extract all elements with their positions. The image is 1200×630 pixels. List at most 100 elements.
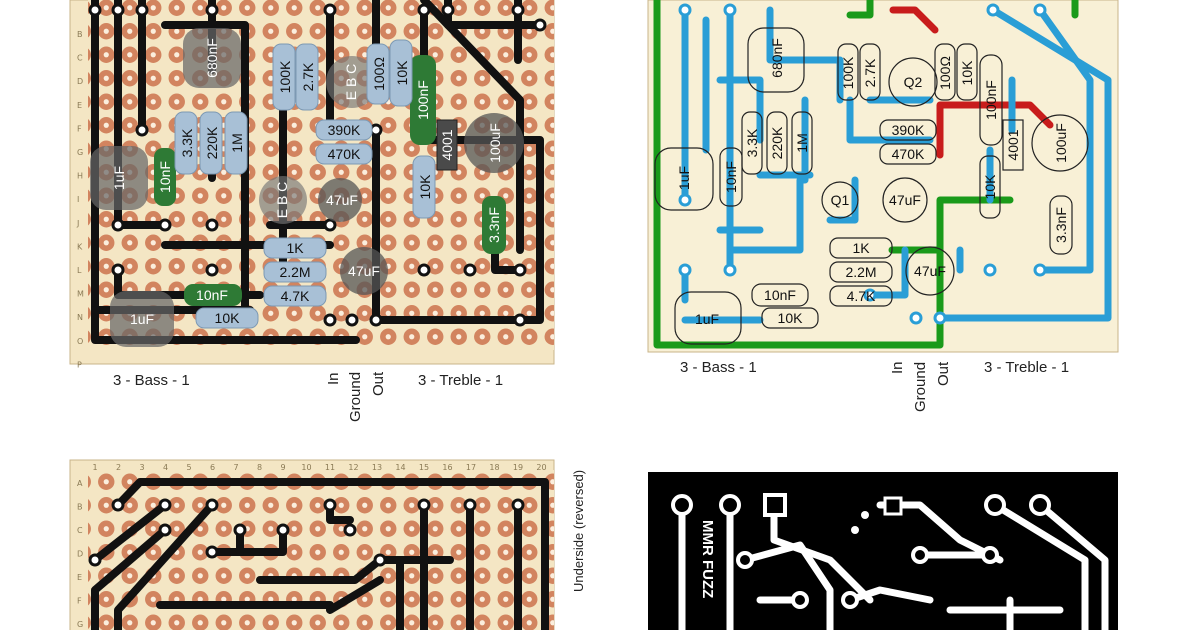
- row-label: M: [77, 290, 84, 299]
- capacitor-47uf-b: 47uF: [340, 247, 388, 295]
- column-label: 20: [536, 463, 546, 472]
- out-label-b: Out: [935, 361, 952, 386]
- capacitor-10nf-a: 10nF: [154, 148, 176, 206]
- svg-text:100uF: 100uF: [487, 123, 503, 163]
- svg-text:10K: 10K: [417, 174, 433, 200]
- svg-text:E B C: E B C: [274, 182, 290, 219]
- capacitor-3-3nf: 3.3nF: [482, 196, 506, 254]
- svg-text:100K: 100K: [277, 60, 293, 93]
- svg-text:10K: 10K: [959, 60, 975, 86]
- svg-text:2.7K: 2.7K: [300, 62, 316, 91]
- svg-text:4.7K: 4.7K: [281, 288, 310, 304]
- column-label: 10: [301, 463, 311, 472]
- svg-text:2.2M: 2.2M: [279, 264, 310, 280]
- svg-text:2.7K: 2.7K: [862, 58, 878, 87]
- capacitor-1uf-b: 1uF: [110, 291, 174, 347]
- svg-text:470K: 470K: [328, 146, 361, 162]
- column-label: 4: [163, 463, 168, 472]
- transistor-q2: E B C: [326, 56, 378, 108]
- svg-text:10nF: 10nF: [196, 287, 228, 303]
- svg-text:100Ω: 100Ω: [937, 56, 953, 90]
- svg-text:10K: 10K: [215, 310, 241, 326]
- svg-text:1M: 1M: [794, 133, 810, 152]
- row-label: J: [76, 219, 79, 228]
- svg-text:1M: 1M: [229, 133, 245, 152]
- svg-text:390K: 390K: [892, 122, 925, 138]
- ground-label-b: Ground: [912, 362, 929, 412]
- svg-text:2.2M: 2.2M: [845, 264, 876, 280]
- svg-text:47uF: 47uF: [889, 192, 921, 208]
- svg-text:4001: 4001: [1005, 129, 1021, 160]
- column-label: 12: [348, 463, 358, 472]
- panel-b-layout: 680nF 100K 2.7K Q2 100Ω 10K 100nF 3.3K 2…: [647, 0, 1119, 412]
- row-label: A: [77, 479, 83, 488]
- out-label: Out: [370, 371, 387, 396]
- svg-text:680nF: 680nF: [204, 38, 220, 78]
- svg-text:100uF: 100uF: [1053, 123, 1069, 163]
- svg-text:4001: 4001: [439, 129, 455, 160]
- svg-text:220K: 220K: [204, 126, 220, 159]
- in-label: In: [325, 372, 342, 385]
- row-label: D: [77, 77, 83, 86]
- row-label: O: [77, 337, 83, 346]
- row-label: K: [77, 242, 83, 251]
- column-label: 5: [186, 463, 191, 472]
- svg-text:10K: 10K: [778, 310, 804, 326]
- column-label: 2: [116, 463, 121, 472]
- svg-text:47uF: 47uF: [326, 192, 358, 208]
- svg-text:100nF: 100nF: [415, 80, 431, 120]
- svg-text:3.3K: 3.3K: [179, 128, 195, 157]
- underside-label: Underside (reversed): [571, 470, 586, 592]
- svg-text:470K: 470K: [892, 146, 925, 162]
- row-label: F: [77, 124, 82, 133]
- bass-pot-label-b: 3 - Bass - 1: [680, 359, 757, 376]
- row-label: C: [77, 526, 83, 535]
- column-label: 19: [513, 463, 523, 472]
- capacitor-680n: 680nF: [183, 28, 241, 88]
- capacitor-1uf-a: 1uF: [90, 146, 148, 210]
- ground-label: Ground: [347, 372, 364, 422]
- capacitor-47uf-a: 47uF: [318, 178, 362, 222]
- row-label: D: [77, 550, 83, 559]
- svg-text:1uF: 1uF: [676, 166, 692, 190]
- treble-pot-label-b: 3 - Treble - 1: [984, 359, 1069, 376]
- svg-text:3.3K: 3.3K: [744, 128, 760, 157]
- svg-text:10K: 10K: [394, 60, 410, 86]
- column-label: 11: [325, 463, 335, 472]
- svg-text:10nF: 10nF: [723, 161, 739, 193]
- in-label-b: In: [889, 361, 906, 374]
- row-label: B: [77, 30, 83, 39]
- svg-text:390K: 390K: [328, 122, 361, 138]
- svg-text:Q1: Q1: [831, 192, 850, 208]
- column-label: 1: [92, 463, 97, 472]
- svg-text:E B C: E B C: [343, 64, 359, 101]
- column-label: 16: [442, 463, 452, 472]
- resistor-labels: 100K 2.7K 100Ω 10K 3.3K 220K 1M 390K 470…: [179, 57, 433, 326]
- column-label: 8: [257, 463, 262, 472]
- bass-pot-label: 3 - Bass - 1: [113, 372, 190, 389]
- svg-text:100nF: 100nF: [983, 80, 999, 120]
- row-label: E: [77, 101, 82, 110]
- svg-text:1K: 1K: [286, 240, 304, 256]
- row-label: P: [77, 360, 82, 369]
- transistor-q1: E B C: [259, 176, 307, 224]
- pcb-logo: MMR FUZZ: [699, 520, 716, 598]
- treble-pot-label: 3 - Treble - 1: [418, 372, 503, 389]
- svg-text:47uF: 47uF: [348, 263, 380, 279]
- svg-text:10K: 10K: [982, 174, 998, 200]
- row-label: E: [77, 573, 82, 582]
- row-label: N: [77, 313, 83, 322]
- ic-4001: 4001: [436, 119, 458, 171]
- svg-text:1uF: 1uF: [130, 311, 154, 327]
- svg-text:100Ω: 100Ω: [371, 57, 387, 91]
- row-label: C: [77, 54, 83, 63]
- svg-text:4.7K: 4.7K: [847, 288, 876, 304]
- column-label: 9: [280, 463, 285, 472]
- column-label: 15: [419, 463, 429, 472]
- svg-text:1K: 1K: [852, 240, 870, 256]
